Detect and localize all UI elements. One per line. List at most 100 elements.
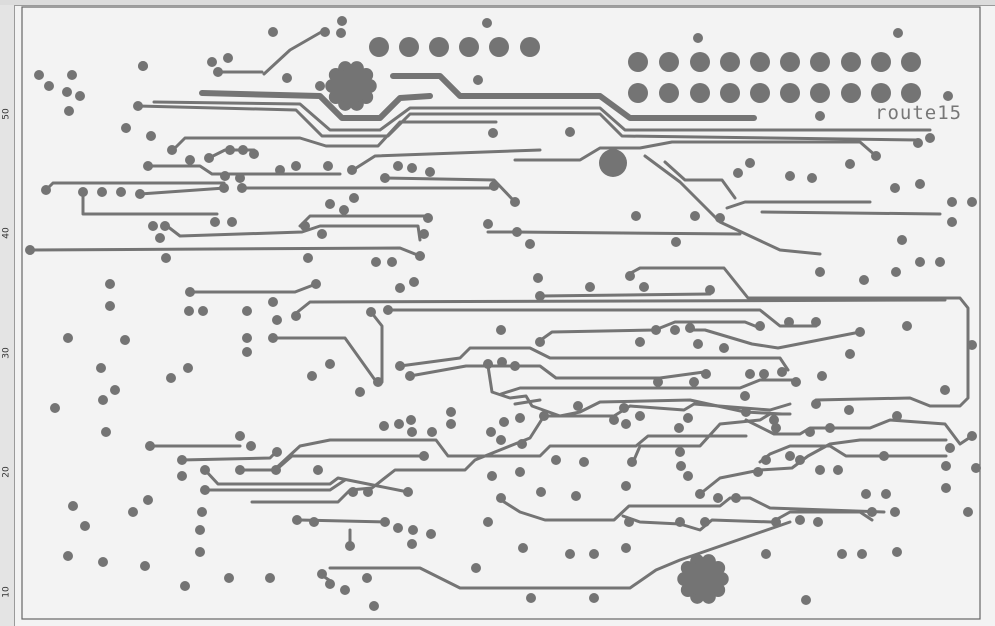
via xyxy=(815,267,825,277)
via xyxy=(621,481,631,491)
via xyxy=(897,235,907,245)
via xyxy=(801,595,811,605)
via xyxy=(446,407,456,417)
signal-trace xyxy=(328,520,792,590)
via xyxy=(184,306,194,316)
via xyxy=(609,415,619,425)
ruler-label-40: 40 xyxy=(1,227,12,239)
via xyxy=(197,507,207,517)
via xyxy=(689,377,699,387)
via xyxy=(890,507,900,517)
via xyxy=(967,340,977,350)
via xyxy=(915,179,925,189)
mounting-hole-top xyxy=(325,61,377,111)
via xyxy=(403,487,413,497)
via xyxy=(701,369,711,379)
header-pad xyxy=(429,37,449,57)
via xyxy=(947,197,957,207)
via xyxy=(282,73,292,83)
via xyxy=(753,467,763,477)
via xyxy=(941,461,951,471)
via xyxy=(535,337,545,347)
connector-pad xyxy=(901,83,921,103)
via xyxy=(967,431,977,441)
via xyxy=(180,581,190,591)
via xyxy=(740,391,750,401)
via xyxy=(160,221,170,231)
via xyxy=(195,547,205,557)
via xyxy=(415,251,425,261)
via xyxy=(407,539,417,549)
via xyxy=(50,403,60,413)
via xyxy=(185,155,195,165)
via xyxy=(167,145,177,155)
via xyxy=(695,489,705,499)
ruler-label-50: 50 xyxy=(1,108,12,120)
ruler-label-10: 10 xyxy=(1,586,12,598)
via xyxy=(815,111,825,121)
connector-pad xyxy=(720,52,740,72)
via xyxy=(225,145,235,155)
via xyxy=(635,337,645,347)
via xyxy=(705,285,715,295)
signal-trace xyxy=(621,510,874,532)
mounting-hole-bottom xyxy=(677,554,729,604)
via xyxy=(488,128,498,138)
via xyxy=(621,543,631,553)
via xyxy=(143,161,153,171)
via xyxy=(805,427,815,437)
via xyxy=(395,283,405,293)
via xyxy=(845,349,855,359)
via xyxy=(121,123,131,133)
via xyxy=(913,138,923,148)
via xyxy=(518,543,528,553)
signal-trace xyxy=(408,364,706,380)
via xyxy=(219,183,229,193)
via xyxy=(683,413,693,423)
via xyxy=(371,257,381,267)
signal-trace xyxy=(146,164,342,176)
connector-pad xyxy=(841,83,861,103)
signal-trace xyxy=(262,29,325,76)
via xyxy=(815,465,825,475)
signal-trace xyxy=(744,418,974,446)
via xyxy=(349,193,359,203)
signal-trace xyxy=(513,140,878,162)
via xyxy=(249,149,259,159)
via xyxy=(75,91,85,101)
via xyxy=(235,431,245,441)
via xyxy=(303,253,313,263)
signal-trace xyxy=(28,246,422,258)
via xyxy=(675,447,685,457)
via xyxy=(769,415,779,425)
via xyxy=(268,297,278,307)
header-pad xyxy=(459,37,479,57)
via xyxy=(881,489,891,499)
signal-trace xyxy=(250,402,792,504)
via xyxy=(366,307,376,317)
header-pad xyxy=(369,37,389,57)
via xyxy=(693,339,703,349)
via xyxy=(177,471,187,481)
via xyxy=(825,423,835,433)
via xyxy=(395,361,405,371)
signal-trace xyxy=(760,210,942,216)
via xyxy=(246,441,256,451)
via xyxy=(177,455,187,465)
via xyxy=(63,333,73,343)
via xyxy=(855,327,865,337)
pcb-board[interactable] xyxy=(15,6,995,626)
via xyxy=(785,451,795,461)
via xyxy=(105,301,115,311)
signal-trace xyxy=(398,346,790,372)
signal-trace xyxy=(536,320,762,344)
via xyxy=(291,161,301,171)
connector-pad xyxy=(901,52,921,72)
pcb-canvas[interactable]: route15 xyxy=(15,6,995,626)
via xyxy=(891,267,901,277)
via xyxy=(771,517,781,527)
connector-pad xyxy=(628,52,648,72)
via xyxy=(320,27,330,37)
via xyxy=(161,253,171,263)
via xyxy=(871,151,881,161)
